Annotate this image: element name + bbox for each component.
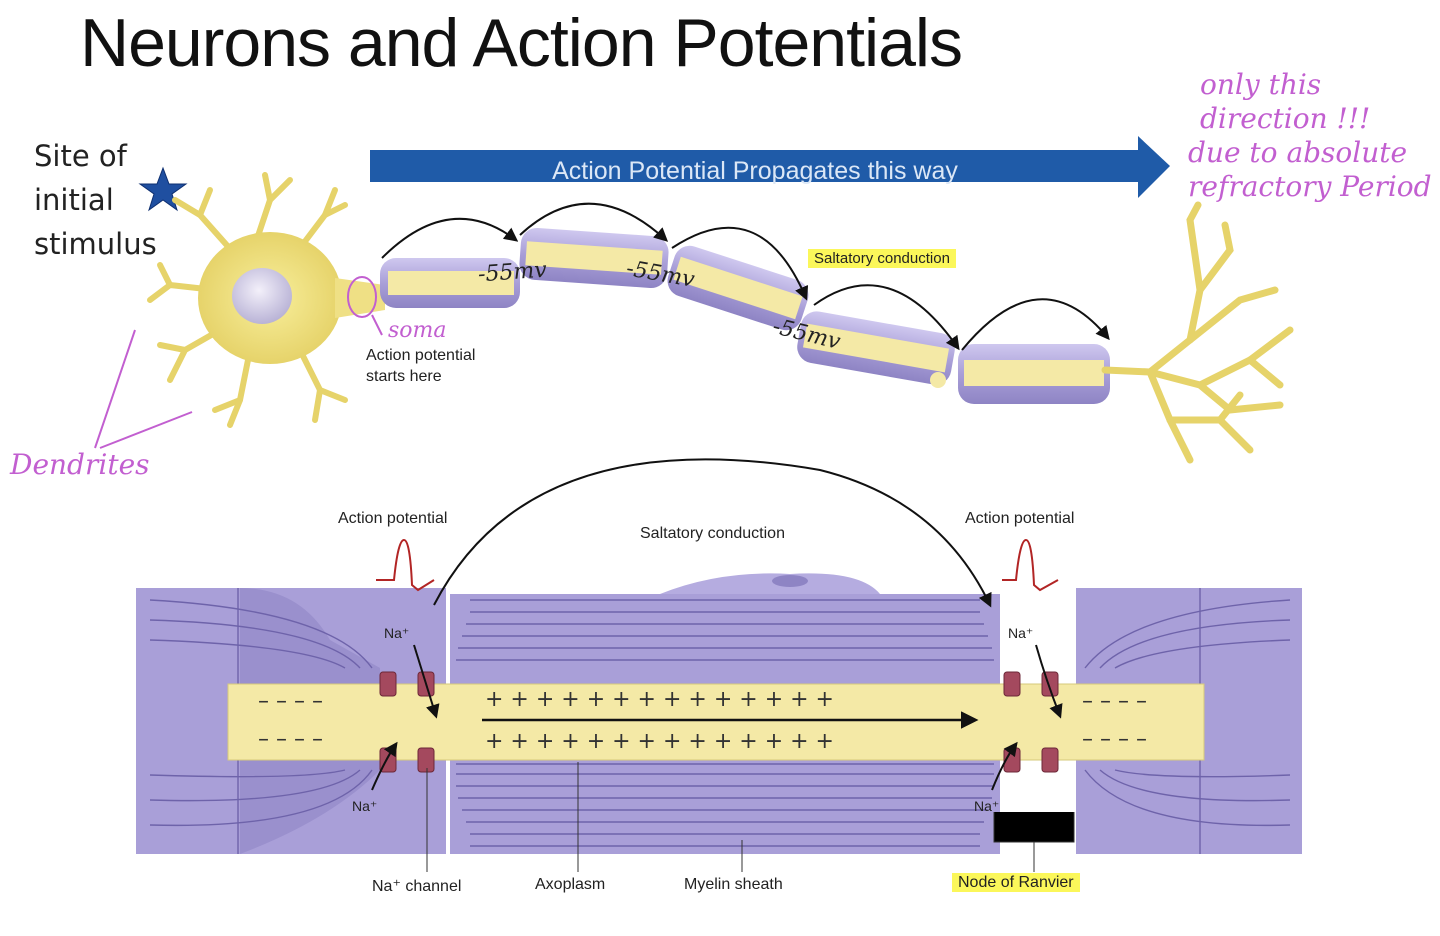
saltatory-label-top-text: Saltatory conduction (808, 249, 956, 268)
propagation-arrow (370, 136, 1170, 198)
page-title: Neurons and Action Potentials (80, 5, 963, 81)
na-label-3: Na⁺ (1008, 625, 1034, 641)
ap-starts-line-2: starts here (366, 368, 442, 385)
na-label-2: Na⁺ (352, 798, 378, 814)
direction-note-line-1: only this (1200, 68, 1322, 101)
na-channel-label: Na⁺ channel (372, 878, 462, 895)
na-influx-arrows (371, 644, 1063, 791)
dendrites-label: Dendrites (10, 448, 150, 481)
ap-label-right: Action potential (965, 510, 1075, 527)
saltatory-label-bottom: Saltatory conduction (640, 525, 785, 542)
soma-marker-circle (347, 276, 377, 318)
svg-text:– – – –: – – – – (258, 689, 323, 714)
axon-hillock (335, 278, 385, 318)
dendrites (147, 172, 348, 428)
na-label-4: Na⁺ (974, 798, 1000, 814)
saltatory-arc-bottom (433, 458, 992, 608)
svg-text:– – – –: – – – – (258, 727, 323, 752)
saltatory-arrows-top (381, 202, 1110, 351)
mv-label-1: -55mv (477, 257, 548, 288)
soma-pointer (371, 314, 383, 336)
ap-trace-right (1002, 538, 1059, 592)
saltatory-label-top: Saltatory conduction (808, 249, 956, 268)
site-line-2: initial (34, 183, 114, 217)
star-icon (138, 166, 188, 212)
direction-note: only this direction !!! due to absolute … (1188, 68, 1432, 204)
site-line-1: Site of (34, 139, 127, 173)
na-label-1: Na⁺ (384, 625, 410, 641)
myelin-sheath-label: Myelin sheath (684, 876, 783, 893)
node-of-ranvier-label: Node of Ranvier (952, 873, 1080, 892)
na-channels (379, 671, 1059, 773)
site-of-stimulus-label: Site of initial stimulus (34, 134, 204, 266)
axon-top (380, 227, 1110, 404)
site-line-3: stimulus (34, 227, 157, 261)
direction-note-line-2: direction !!! (1200, 102, 1371, 135)
axoplasm-label: Axoplasm (535, 876, 606, 893)
dendrite-pointer-2 (99, 411, 193, 449)
svg-text:– – – –: – – – – (1082, 689, 1147, 714)
svg-text:– – – –: – – – – (1082, 727, 1147, 752)
axon-terminals (1101, 201, 1294, 464)
node-of-ranvier-text: Node of Ranvier (952, 873, 1080, 892)
propagation-arrow-label: Action Potential Propagates this way (552, 158, 958, 184)
nucleus (232, 268, 292, 324)
ap-label-left: Action potential (338, 510, 448, 527)
soma-label: soma (388, 318, 447, 343)
direction-note-line-4: refractory Period (1188, 170, 1432, 203)
dendrite-pointer-1 (94, 329, 136, 449)
ap-starts-line-1: Action potential (366, 347, 476, 364)
myelin-lamellae (149, 588, 1291, 854)
ap-starts-label: Action potential starts here (366, 345, 475, 387)
direction-note-line-3: due to absolute (1188, 136, 1408, 169)
svg-text:+ + + + + +: + + + + + + + + + + + + + + (485, 687, 834, 712)
leader-lines (426, 762, 1075, 872)
charge-signs: – – – – – – – – + + + + + + + + + + + + … (258, 687, 1147, 754)
svg-text:+ + + + + +: + + + + + + + + + + + + + + (485, 729, 834, 754)
ap-trace-left (376, 538, 435, 592)
